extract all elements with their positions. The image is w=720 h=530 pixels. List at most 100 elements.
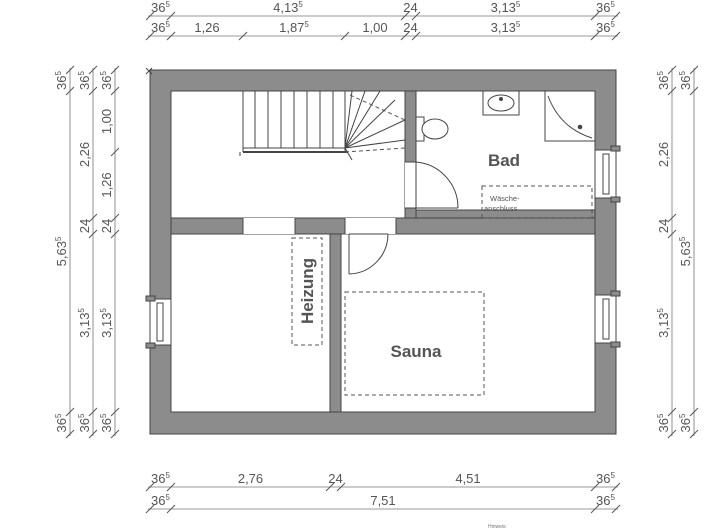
dim-label: 24 xyxy=(99,219,114,233)
dim-tick xyxy=(145,504,155,514)
waesche-label-2: anschluss xyxy=(484,204,518,213)
dim-label: 4,51 xyxy=(455,471,480,486)
dim-tick xyxy=(88,86,98,96)
dim-label: 3,135 xyxy=(99,308,114,338)
dim-tick xyxy=(411,11,421,21)
dim-tick xyxy=(611,504,621,514)
shower-tray xyxy=(544,90,596,142)
dim-label: 365 xyxy=(151,20,170,35)
dim-tick xyxy=(325,482,335,492)
dim-label: 1,00 xyxy=(99,109,114,134)
dim-tick xyxy=(88,429,98,439)
dim-tick xyxy=(145,482,155,492)
corner-marker xyxy=(145,67,153,75)
window-sauna xyxy=(594,290,621,348)
dim-label: 365 xyxy=(151,0,170,15)
floor-sauna-room xyxy=(340,233,596,413)
wall-fill-a xyxy=(170,217,244,235)
window-left xyxy=(145,295,172,349)
dim-tick xyxy=(336,482,346,492)
dim-tick xyxy=(340,31,350,41)
wall-fill-g xyxy=(415,209,596,219)
dim-label: 5,635 xyxy=(54,236,69,266)
dim-tick xyxy=(88,407,98,417)
dim-tick xyxy=(667,229,677,239)
dim-label: 365 xyxy=(151,471,170,486)
dim-label: 24 xyxy=(403,20,417,35)
doors xyxy=(348,161,459,275)
dim-tick xyxy=(110,229,120,239)
waesche-box xyxy=(481,185,593,219)
dim-tick xyxy=(166,11,176,21)
dim-tick xyxy=(166,31,176,41)
wall-fill-b xyxy=(294,217,346,235)
dim-tick xyxy=(667,86,677,96)
dim-label: 1,875 xyxy=(279,20,309,35)
floor-bad-door xyxy=(405,162,416,208)
dim-tick xyxy=(667,407,677,417)
dim-label: 2,76 xyxy=(238,471,263,486)
dim-tick xyxy=(411,31,421,41)
sauna-cabin xyxy=(344,291,485,396)
dim-label: 365 xyxy=(596,0,615,15)
dim-tick xyxy=(145,31,155,41)
dim-tick xyxy=(689,86,699,96)
dim-label: 24 xyxy=(656,219,671,233)
dim-tick xyxy=(110,86,120,96)
dim-label: 1,00 xyxy=(362,20,387,35)
dim-tick xyxy=(667,429,677,439)
dim-label: 2,26 xyxy=(77,142,92,167)
bad-fixtures xyxy=(415,90,596,142)
dim-label: 24 xyxy=(403,0,417,15)
wall-fill-e xyxy=(404,90,417,163)
waesche-label-1: Wäsche- xyxy=(490,194,520,203)
floor-stair-hall xyxy=(170,90,406,219)
dim-tick xyxy=(166,504,176,514)
door-sauna-swing xyxy=(348,233,389,275)
dim-tick xyxy=(400,11,410,21)
dim-tick xyxy=(667,65,677,75)
window-bad xyxy=(594,145,621,203)
dim-tick xyxy=(590,31,600,41)
room-floors xyxy=(170,90,596,413)
wall-fill-d xyxy=(395,217,596,235)
dim-tick xyxy=(238,31,248,41)
sauna-label: Sauna xyxy=(390,342,442,361)
toilet-bowl xyxy=(421,118,449,140)
dim-tick xyxy=(110,213,120,223)
dim-label: 365 xyxy=(596,20,615,35)
dimension-lines: 365 4,135 24 3,135 365 365 1,26 1,875 1,00 24 3,13… xyxy=(54,0,699,514)
dim-label: 4,135 xyxy=(273,0,303,15)
dim-tick xyxy=(611,11,621,21)
dim-label: 365 xyxy=(151,493,170,508)
dim-tick xyxy=(65,407,75,417)
dim-tick xyxy=(110,65,120,75)
dim-tick xyxy=(88,65,98,75)
dim-tick xyxy=(65,429,75,439)
dim-tick xyxy=(667,213,677,223)
dim-tick xyxy=(65,86,75,96)
dim-label: 1,26 xyxy=(194,20,219,35)
heizung-label: Heizung xyxy=(298,258,317,324)
dim-tick xyxy=(88,229,98,239)
dim-label: 24 xyxy=(328,471,342,486)
dim-label: 7,51 xyxy=(370,493,395,508)
dim-label: 2,26 xyxy=(656,142,671,167)
wall-fill-f xyxy=(404,207,417,219)
bad-label: Bad xyxy=(488,151,520,170)
dim-tick xyxy=(689,407,699,417)
dim-label: 3,135 xyxy=(77,308,92,338)
dim-tick xyxy=(88,213,98,223)
dim-label: 1,26 xyxy=(99,172,114,197)
floor-door-gap xyxy=(345,218,396,234)
wall-fill-c xyxy=(329,233,342,413)
dim-tick xyxy=(590,504,600,514)
dim-tick xyxy=(400,31,410,41)
stair-landing-dashed xyxy=(344,94,406,153)
windows xyxy=(145,145,621,349)
dim-label: 3,135 xyxy=(491,0,521,15)
dim-tick xyxy=(166,482,176,492)
heizung-box xyxy=(291,237,323,346)
dim-tick xyxy=(590,11,600,21)
